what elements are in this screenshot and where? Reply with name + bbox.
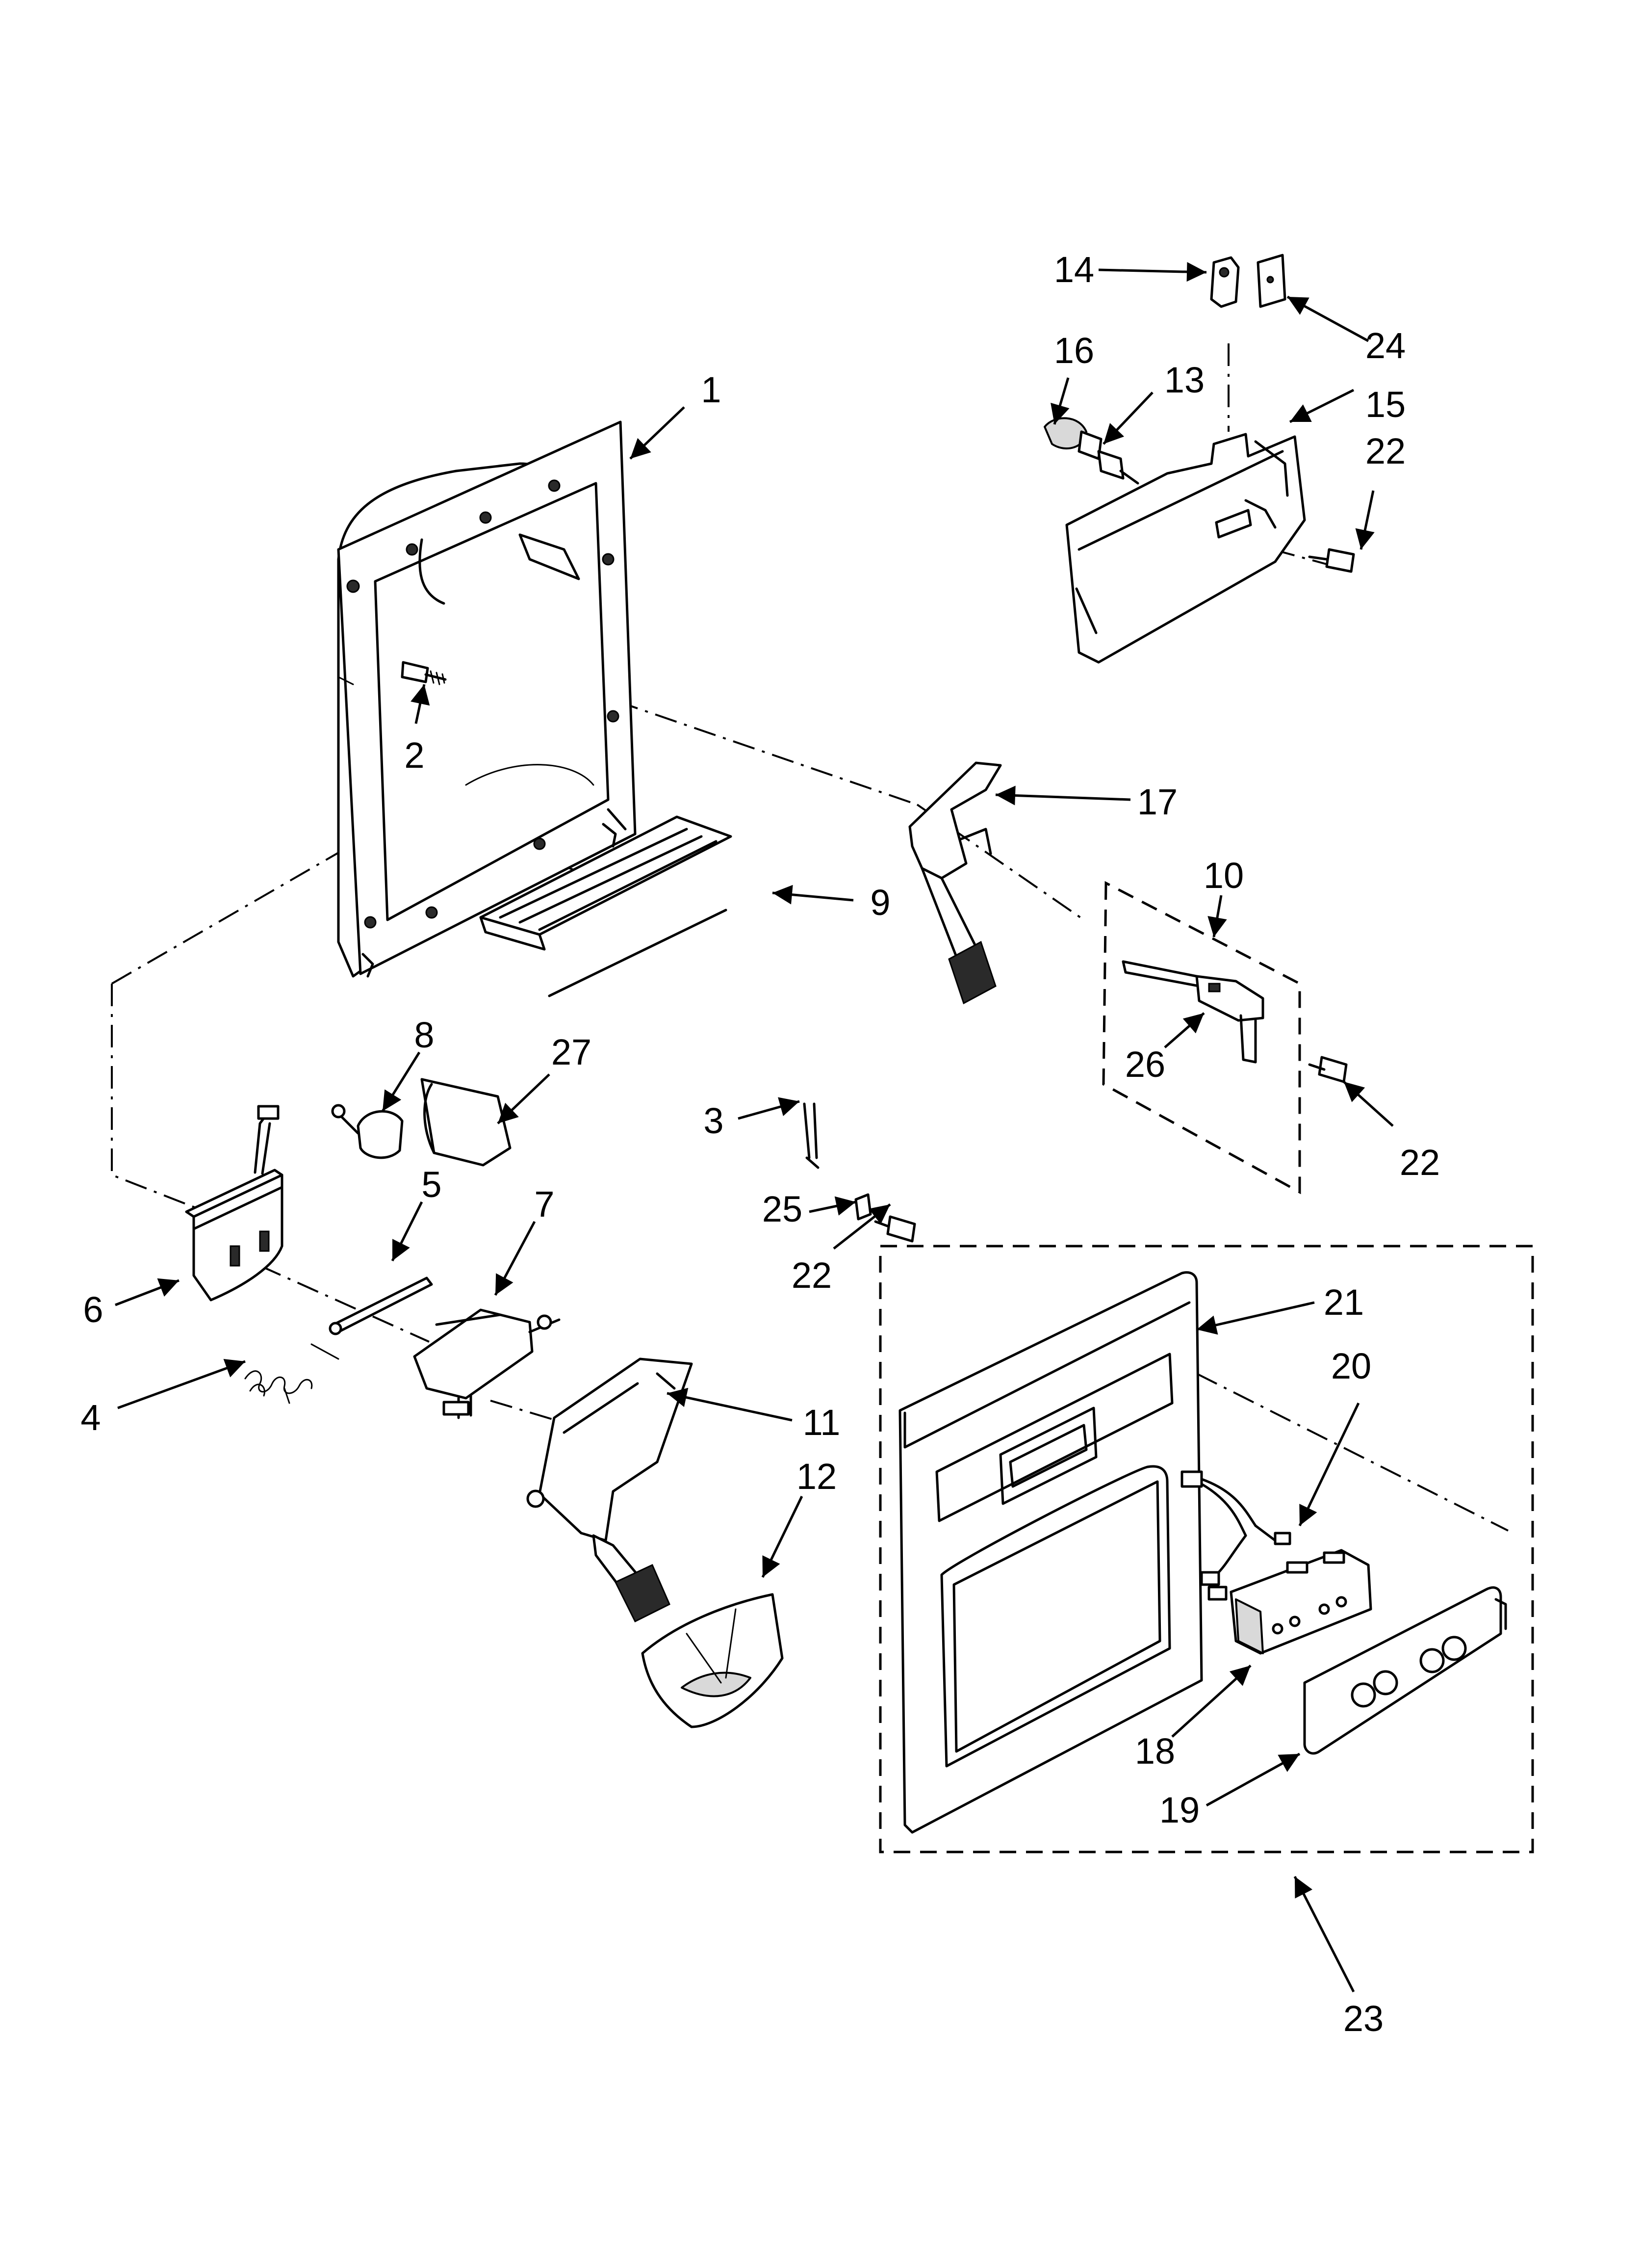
part-1-dispenser-housing: [337, 420, 637, 978]
callout-4: 4: [80, 1397, 101, 1438]
part-9-drip-tray: [479, 815, 732, 997]
part-8-solenoid: [331, 1104, 404, 1159]
part-10-dashed-box: [1102, 881, 1301, 1195]
callout-27: 27: [551, 1032, 591, 1072]
part-22-screw-mid: [874, 1215, 916, 1243]
callout-15: 15: [1365, 384, 1406, 425]
callout-3: 3: [703, 1100, 723, 1141]
part-21-front-panel: [898, 1271, 1203, 1834]
callout-1: 1: [701, 369, 721, 410]
callout-8: 8: [414, 1015, 434, 1055]
callout-20: 20: [1331, 1346, 1371, 1386]
part-16-bulb: [1044, 417, 1103, 460]
part-15-light-housing: [1065, 433, 1306, 664]
callout-5: 5: [421, 1164, 441, 1205]
callout-26: 26: [1125, 1044, 1165, 1085]
part-22-screw-top: [1308, 548, 1355, 573]
callout-22-right: 22: [1400, 1142, 1440, 1183]
callout-21: 21: [1324, 1282, 1364, 1323]
callout-24: 24: [1365, 325, 1406, 366]
part-13-socket: [1097, 450, 1139, 485]
callout-7: 7: [534, 1184, 554, 1225]
part-23-dashed-box: [879, 1245, 1534, 1853]
part-26-lever: [1122, 960, 1264, 1064]
callout-9: 9: [870, 882, 890, 923]
part-14-switch: [1210, 256, 1240, 308]
callout-12: 12: [796, 1456, 837, 1497]
part-24-insulator: [1257, 254, 1286, 308]
part-20-wire-harness: [1180, 1470, 1291, 1601]
callout-10: 10: [1204, 855, 1244, 896]
part-22-screw-right: [1308, 1056, 1348, 1083]
callout-13: 13: [1164, 360, 1205, 400]
callout-arrows: [115, 262, 1394, 1993]
part-25-plate: [854, 1193, 872, 1221]
callout-2: 2: [404, 735, 424, 776]
part-19-control-overlay: [1303, 1586, 1507, 1755]
callout-22-mid: 22: [792, 1255, 832, 1296]
part-27-cover: [420, 1078, 512, 1167]
part-11-chute-actuator: [526, 1357, 693, 1623]
part-7-actuator: [413, 1308, 561, 1419]
callout-18: 18: [1135, 1731, 1175, 1772]
callout-16: 16: [1054, 330, 1094, 371]
callout-labels: 1 2 3 4 5 6 7 8 9 10 11 12 13 14 15 16 1…: [80, 249, 1440, 2039]
callout-11: 11: [803, 1402, 841, 1443]
callout-19: 19: [1159, 1790, 1200, 1830]
callout-25: 25: [762, 1189, 802, 1229]
callout-17: 17: [1137, 782, 1178, 822]
callout-14: 14: [1054, 249, 1094, 290]
callout-6: 6: [83, 1289, 103, 1330]
part-2-screw: [401, 661, 447, 685]
part-3-spring-clip: [803, 1102, 820, 1169]
part-17-ice-actuator: [908, 761, 1002, 1005]
callout-23: 23: [1343, 1998, 1384, 2039]
callout-22-top: 22: [1365, 431, 1406, 471]
part-12-ice-chute: [641, 1593, 784, 1728]
part-18-switch-module: [1230, 1549, 1372, 1655]
part-5-pin: [329, 1277, 433, 1335]
part-6-control-module: [185, 1105, 283, 1302]
part-4-spring: [244, 1343, 339, 1404]
